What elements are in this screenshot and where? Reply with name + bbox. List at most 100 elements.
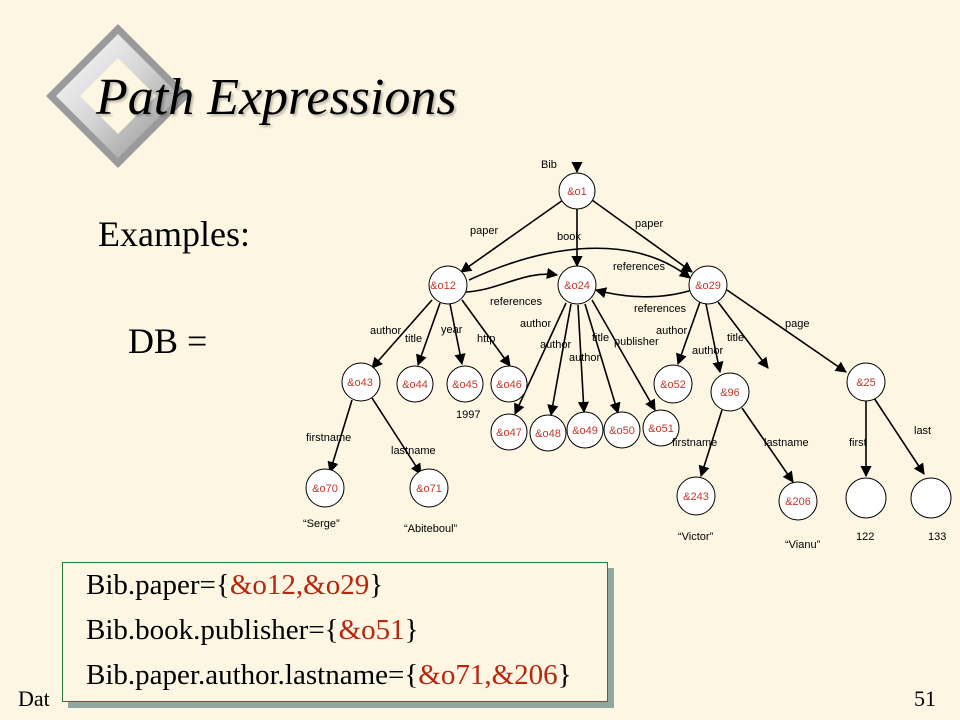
value-victor: “Victor” [678,531,714,543]
query-result: &o71,&206 [418,659,558,691]
edge-http-o46 [461,299,511,367]
query-result: &o51 [338,614,405,646]
edge-label-title-96: title [727,332,744,344]
query-prefix: Bib.paper={ [86,569,230,601]
node-label-o71: &o71 [416,483,442,495]
edge-label-references-mid: references [490,296,542,308]
query-suffix: } [369,569,384,601]
node-o52 [653,364,693,404]
edge-last-133 [873,397,925,475]
edge-label-year-o45: year [441,324,463,336]
node-label-o46: &o46 [496,379,522,391]
edge-lastname-o71 [371,397,422,475]
value-abiteboul: “Abiteboul” [404,523,458,535]
query-suffix: } [404,614,419,646]
query-line-publisher: Bib.book.publisher={&o51} [86,614,419,647]
edge-label-author-o49: author [569,352,601,364]
edge-label-author-o48: author [540,339,572,351]
node-label-o45: &o45 [452,379,478,391]
edge-publisher-o51 [591,299,656,411]
edge-label-firstname-o70: firstname [306,432,351,444]
node-label-o43: &o43 [347,377,373,389]
node-o1 [558,172,596,210]
edge-label-bib: Bib [541,159,557,171]
node-96 [710,372,750,412]
edge-label-lastname-206: lastname [764,437,809,449]
node-122 [845,477,887,519]
node-label-243: &243 [683,491,709,503]
node-o70 [305,468,345,508]
db-label: DB = [128,321,208,361]
examples-label: Examples: [98,214,250,254]
node-o51 [642,409,680,447]
node-243 [676,476,716,516]
node-label-o52: &o52 [660,379,686,391]
node-o50 [603,411,641,449]
node-label-o49: &o49 [572,425,598,437]
node-label-o44: &o44 [402,379,428,391]
graph-nodes [305,172,952,521]
value-133: 133 [928,531,946,543]
node-label-o47: &o47 [496,427,522,439]
page-title: Path Expressions [96,69,457,126]
query-result: &o12,&o29 [229,569,370,601]
query-prefix: Bib.book.publisher={ [86,614,339,646]
edge-label-paper-left: paper [470,225,498,237]
edge-author-o49 [577,304,590,414]
edge-author-o47 [514,302,567,416]
edge-label-page-25: page [785,318,809,330]
edge-page-25 [726,289,847,373]
node-label-206: &206 [785,496,811,508]
node-label-o24: &o24 [564,280,590,292]
edge-label-paper-right: paper [635,218,663,230]
node-label-96: &96 [720,387,740,399]
edge-label-lastname-o71: lastname [391,445,436,457]
node-o43 [341,362,381,402]
node-label-25: &25 [856,377,876,389]
node-o45 [446,365,484,403]
node-o46 [490,365,528,403]
value-vianu: “Vianu” [785,539,821,551]
edge-label-book: book [557,231,581,243]
query-suffix: } [557,659,572,691]
node-o48 [529,414,567,452]
edge-label-publisher-o51: publisher [614,336,659,348]
node-o44 [396,365,434,403]
node-o47 [490,413,528,451]
page-number: 51 [914,686,936,711]
diamond-bullet-icon [46,24,190,168]
node-o12 [428,265,468,305]
edge-label-last-133: last [914,425,931,437]
edge-label-author-o43: author [370,325,402,337]
edge-author-o43 [371,299,433,369]
edge-author-o52 [676,301,701,366]
edge-paper-right [591,199,693,273]
node-label-o29: &o29 [695,280,721,292]
edge-firstname-o70 [327,399,353,474]
edge-label-title-o50: title [592,332,609,344]
node-label-o50: &o50 [609,425,635,437]
edge-label-firstname-243: firstname [672,437,717,449]
edge-label-author-o52: author [656,325,688,337]
edge-author-96 [705,303,724,374]
edge-title-96 [717,301,769,369]
edge-title-o44 [416,302,441,367]
query-line-lastname: Bib.paper.author.lastname={&o71,&206} [86,659,572,692]
value-serge: “Serge” [303,518,340,530]
edge-label-author-o47: author [520,318,552,330]
node-o29 [688,265,728,305]
node-133 [910,477,952,519]
value-1997: 1997 [456,409,480,421]
edge-label-references-low: references [634,303,686,315]
node-o49 [566,411,604,449]
footer-text: Dat [18,686,50,711]
node-label-o48: &o48 [535,428,561,440]
edge-references-top [468,247,691,281]
edge-title-o50 [584,303,621,415]
node-label-o51: &o51 [648,423,674,435]
edge-label-author-96: author [692,345,724,357]
node-label-o1: &o1 [567,186,587,198]
edge-references-mid [465,267,559,293]
